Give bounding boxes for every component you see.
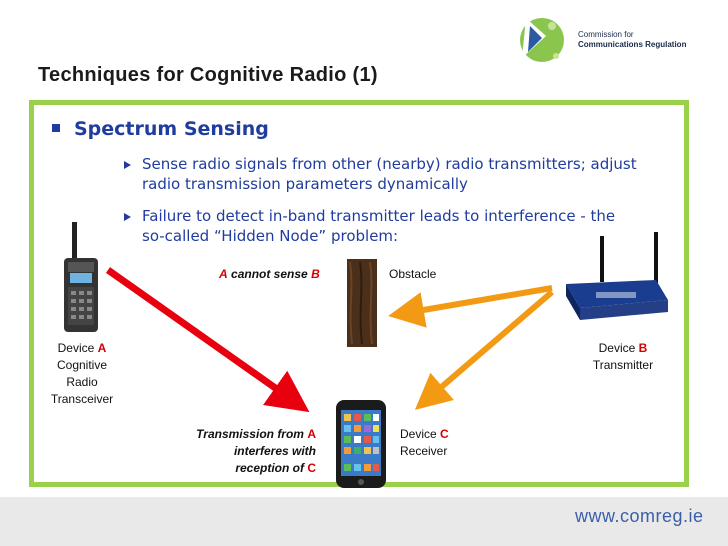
comreg-logo xyxy=(520,18,564,62)
label-cannot-text: cannot sense xyxy=(231,267,308,281)
tx-line3-text: reception of xyxy=(235,461,304,475)
tx-line2: interferes with xyxy=(233,444,316,458)
sub-bullet-1: Sense radio signals from other (nearby) … xyxy=(124,154,684,194)
devB-letter: B xyxy=(638,341,648,355)
bullet-heading: Spectrum Sensing xyxy=(74,118,269,140)
label-b-letter: B xyxy=(311,267,320,281)
label-a-cannot-sense-b: A cannot sense B xyxy=(219,266,320,283)
tx-line3-letter: C xyxy=(307,461,316,475)
footer-url[interactable]: www.comreg.ie xyxy=(575,506,704,526)
devA-line3: Radio xyxy=(66,375,98,389)
footer-band xyxy=(0,497,728,546)
page-title: Techniques for Cognitive Radio (1) xyxy=(38,64,378,86)
label-device-b: Device B Transmitter xyxy=(586,340,660,374)
tx-line1-text: Transmission from xyxy=(196,427,304,441)
sub-bullet-2-line2: so-called “Hidden Node” problem: xyxy=(142,227,399,245)
sub-bullet-2: Failure to detect in-band transmitter le… xyxy=(124,206,684,246)
label-transmission-interferes: Transmission from A interferes with rece… xyxy=(170,426,316,477)
devC-letter: C xyxy=(440,427,449,441)
arrow-bullet-icon xyxy=(124,213,131,221)
devC-prefix: Device xyxy=(400,427,437,441)
square-bullet-icon xyxy=(52,123,60,132)
sub-bullet-1-line1: Sense radio signals from other (nearby) … xyxy=(142,155,637,173)
bullet-spectrum-sensing: Spectrum Sensing xyxy=(52,118,269,140)
logo-line1: Commission for xyxy=(578,30,634,39)
header-band xyxy=(0,0,728,100)
label-device-c: Device C Receiver xyxy=(400,426,449,460)
arrow-bullet-icon xyxy=(124,161,131,169)
devB-line2: Transmitter xyxy=(592,358,654,372)
devA-letter: A xyxy=(97,341,107,355)
logo-text: Commission for Communications Regulation xyxy=(578,30,686,50)
sub-bullet-1-line2: radio transmission parameters dynamicall… xyxy=(142,175,468,193)
label-a-letter: A xyxy=(219,267,228,281)
devA-line4: Transceiver xyxy=(50,392,114,406)
tx-line1-letter: A xyxy=(307,427,316,441)
sub-bullet-2-line1: Failure to detect in-band transmitter le… xyxy=(142,207,616,225)
label-device-a: Device A Cognitive Radio Transceiver xyxy=(44,340,120,408)
devA-line2: Cognitive xyxy=(56,358,108,372)
devC-line2: Receiver xyxy=(400,444,448,458)
devA-prefix: Device xyxy=(57,341,95,355)
logo-mark-icon xyxy=(520,18,564,62)
logo-line2: Communications Regulation xyxy=(578,40,687,49)
devB-prefix: Device xyxy=(598,341,636,355)
label-obstacle: Obstacle xyxy=(389,267,437,281)
